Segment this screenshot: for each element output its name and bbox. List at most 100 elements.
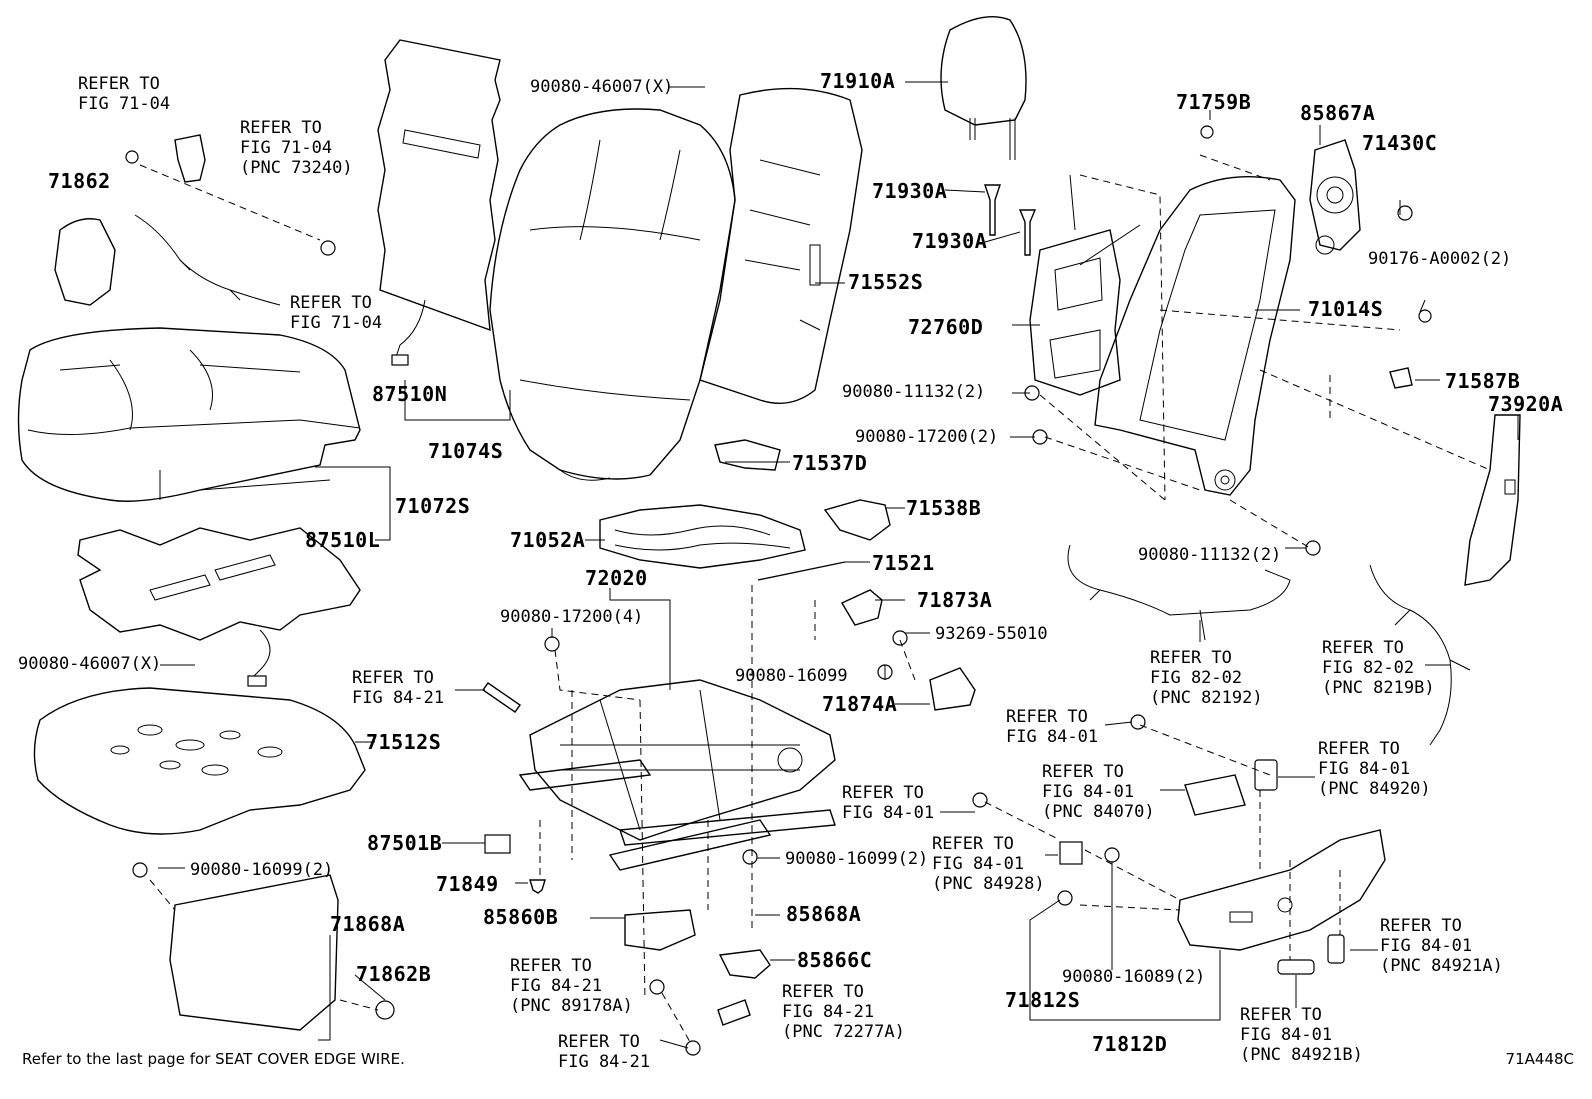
- module-85860B: [624, 909, 696, 951]
- label-71849: 71849: [436, 872, 499, 896]
- label-90080-11132-lower: 90080-11132(2): [1138, 545, 1282, 565]
- clip-87501B: [484, 834, 511, 854]
- label-71072S: 71072S: [395, 494, 471, 518]
- label-90080-16099: 90080-16099: [735, 666, 848, 686]
- label-71862B: 71862B: [356, 962, 432, 986]
- label-71538B: 71538B: [906, 496, 982, 520]
- label-71812D: 71812D: [1092, 1032, 1168, 1056]
- label-refer-fig-71-04-top: REFER TO FIG 71-04: [78, 74, 171, 114]
- cushion-heater-pad: [77, 527, 361, 687]
- bracket-71873A: [841, 589, 883, 626]
- footnote: Refer to the last page for SEAT COVER ED…: [22, 1050, 405, 1068]
- headrest: [940, 15, 1027, 160]
- label-85868A: 85868A: [786, 902, 862, 926]
- label-71759B: 71759B: [1176, 90, 1252, 114]
- label-72020: 72020: [585, 566, 648, 590]
- label-93269-55010: 93269-55010: [935, 624, 1048, 644]
- label-refer-fig-84-01-pnc-84920: REFER TO FIG 84-01 (PNC 84920): [1318, 739, 1431, 799]
- label-refer-fig-84-01-right-top: REFER TO FIG 84-01: [1006, 707, 1099, 747]
- label-90080-46007-lower: 90080-46007(X): [18, 654, 162, 674]
- label-90080-46007-top: 90080-46007(X): [530, 77, 674, 97]
- wire-harness-82192: [1067, 544, 1291, 641]
- lumbar-support: [1029, 174, 1141, 396]
- seat-cushion-cover: [17, 327, 361, 502]
- label-71074S: 71074S: [428, 439, 504, 463]
- label-90080-16099-2-left: 90080-16099(2): [190, 860, 334, 880]
- label-71873A: 71873A: [917, 588, 993, 612]
- clip-71430C: [1397, 205, 1413, 221]
- side-trim-73920A: [1464, 414, 1521, 586]
- label-refer-fig-84-01-pnc-84921a: REFER TO FIG 84-01 (PNC 84921A): [1380, 916, 1503, 976]
- clip-71862B: [375, 1000, 395, 1020]
- cover-71537D: [714, 439, 781, 471]
- bracket-71874A: [929, 667, 976, 711]
- clip-71759B: [1200, 125, 1214, 139]
- label-71512S: 71512S: [366, 730, 442, 754]
- label-71521: 71521: [872, 551, 935, 575]
- label-90080-17200-4: 90080-17200(4): [500, 607, 644, 627]
- label-85867A: 85867A: [1300, 101, 1376, 125]
- bracket-71538B: [823, 499, 891, 541]
- label-71052A: 71052A: [510, 528, 586, 552]
- seatbelt-cover-71862: [54, 218, 116, 306]
- nut-90176: [1418, 309, 1432, 323]
- switch-84928: [1059, 841, 1083, 865]
- label-refer-fig-82-02-pnc-82192: REFER TO FIG 82-02 (PNC 82192): [1150, 648, 1263, 708]
- leader-lines: [158, 81, 1519, 1049]
- bracket-71587B: [1389, 367, 1413, 389]
- cushion-pad: [33, 687, 366, 835]
- pin-71849: [529, 879, 546, 894]
- label-85866C: 85866C: [797, 948, 873, 972]
- label-71874A: 71874A: [822, 692, 898, 716]
- seatback-cover: [489, 108, 736, 481]
- cover-71868A: [169, 874, 339, 1031]
- label-refer-fig-84-21-bottom: REFER TO FIG 84-21: [558, 1032, 651, 1072]
- label-90080-16099-2-center: 90080-16099(2): [785, 849, 929, 869]
- label-87501B: 87501B: [367, 831, 443, 855]
- label-87510L: 87510L: [305, 528, 381, 552]
- headrest-supports: [984, 184, 1037, 256]
- label-refer-fig-84-21-pnc-72277a: REFER TO FIG 84-21 (PNC 72277A): [782, 982, 905, 1042]
- label-71014S: 71014S: [1308, 297, 1384, 321]
- label-refer-fig-71-04-pnc-73240: REFER TO FIG 71-04 (PNC 73240): [240, 118, 353, 178]
- label-71862: 71862: [48, 169, 111, 193]
- label-73920A: 73920A: [1488, 392, 1564, 416]
- label-71910A: 71910A: [820, 69, 896, 93]
- seatback-pad: [699, 87, 863, 404]
- label-refer-fig-84-01-center: REFER TO FIG 84-01: [842, 783, 935, 823]
- seat-adjuster-track: [518, 679, 836, 871]
- label-90080-16089-2: 90080-16089(2): [1062, 967, 1206, 987]
- label-71537D: 71537D: [792, 451, 868, 475]
- knob-84920: [1254, 759, 1278, 791]
- label-refer-fig-84-21-bolt: REFER TO FIG 84-21: [352, 668, 445, 708]
- label-71868A: 71868A: [330, 912, 406, 936]
- label-refer-fig-84-21-pnc-89178a: REFER TO FIG 84-21 (PNC 89178A): [510, 956, 633, 1016]
- label-71930A-lower: 71930A: [912, 229, 988, 253]
- knob-84921A: [1327, 934, 1345, 964]
- label-72760D: 72760D: [908, 315, 984, 339]
- label-71587B: 71587B: [1445, 369, 1521, 393]
- knob-84921B: [1277, 959, 1315, 975]
- grommet-top: [125, 150, 139, 164]
- label-87510N: 87510N: [372, 382, 448, 406]
- side-airbag-harness: [134, 134, 281, 306]
- cover-85866C: [718, 949, 771, 979]
- label-refer-fig-82-02-pnc-8219b: REFER TO FIG 82-02 (PNC 8219B): [1322, 638, 1435, 698]
- illustration-code: 71A448C: [1505, 1050, 1574, 1068]
- label-refer-fig-84-01-pnc-84070: REFER TO FIG 84-01 (PNC 84070): [1042, 762, 1155, 822]
- support-wire-71521: [757, 561, 846, 581]
- switch-84070: [1184, 774, 1246, 816]
- label-71430C: 71430C: [1362, 131, 1438, 155]
- seatback-frame: [1094, 176, 1296, 496]
- side-shield-71812D: [1177, 829, 1386, 951]
- assembly-dashed-lines: [139, 154, 1491, 1043]
- label-71930A-upper: 71930A: [872, 179, 948, 203]
- label-71552S: 71552S: [848, 270, 924, 294]
- label-71812S: 71812S: [1005, 988, 1081, 1012]
- label-90080-17200-upper: 90080-17200(2): [855, 427, 999, 447]
- seat-springs: [599, 504, 806, 569]
- label-90080-11132-upper: 90080-11132(2): [842, 382, 986, 402]
- label-refer-fig-84-01-pnc-84928: REFER TO FIG 84-01 (PNC 84928): [932, 834, 1045, 894]
